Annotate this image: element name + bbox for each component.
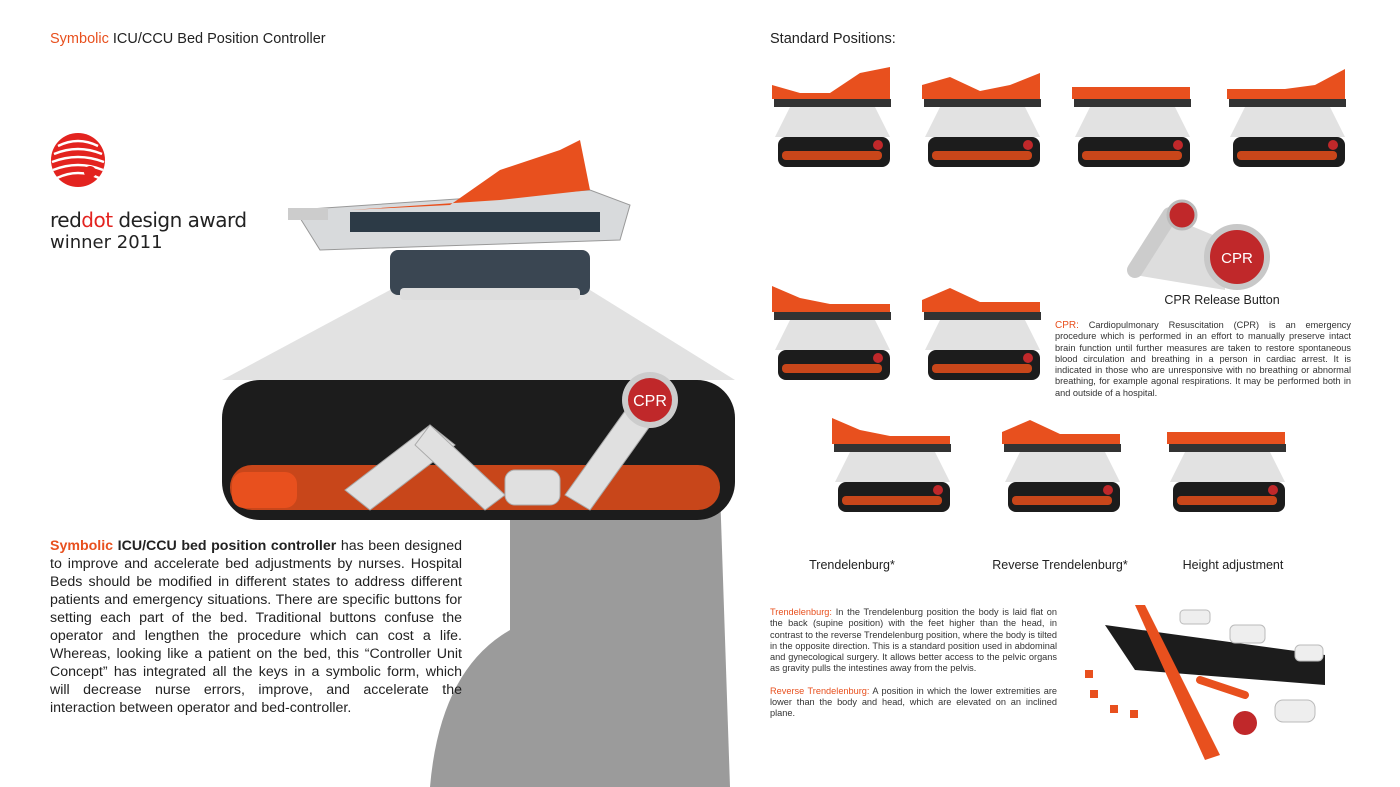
bed-mattress (832, 418, 950, 444)
height-adjustment-image (1167, 432, 1286, 512)
reverse-trendelenburg-image (1002, 420, 1121, 512)
award-title: reddot design award (50, 208, 247, 232)
award-year: winner 2011 (50, 232, 163, 253)
exploded-parts-image (1085, 605, 1325, 760)
cpr-button-label: CPR (633, 393, 667, 410)
bed-mattress (922, 288, 1040, 312)
cpr-release-button-label: CPR Release Button (1164, 293, 1280, 307)
page-title: Symbolic ICU/CCU Bed Position Controller (50, 31, 326, 47)
bed-mattress (772, 67, 890, 99)
reverse-trendelenburg-note: Reverse Trendelenburg: A position in whi… (770, 685, 1057, 719)
hand-silhouette (430, 490, 730, 787)
reverse-trendelenburg-label: Reverse Trendelenburg* (992, 558, 1128, 572)
projection-beam (222, 290, 735, 380)
symbolic-keys (344, 389, 666, 511)
standard-position-3 (1072, 87, 1191, 167)
standard-position-2 (922, 73, 1041, 167)
standard-position-1 (772, 67, 891, 167)
trendelenburg-label: Trendelenburg* (809, 558, 895, 572)
description-text: Symbolic ICU/CCU bed position controller… (50, 538, 462, 716)
trendelenburg-image (832, 418, 951, 512)
cpr-release-button-text: CPR (1221, 250, 1253, 267)
bed-mattress (922, 73, 1040, 99)
trendelenburg-note: Trendelenburg: In the Trendelenburg posi… (770, 607, 1057, 674)
hospital-bed-image (288, 140, 631, 300)
trendelenburg-notes: Trendelenburg: In the Trendelenburg posi… (770, 607, 1057, 720)
bed-mattress (1002, 420, 1120, 444)
bed-mattress (1227, 69, 1345, 99)
standard-position-4 (1227, 69, 1346, 167)
height-adjustment-label: Height adjustment (1182, 558, 1284, 572)
bed-mattress (1167, 432, 1285, 444)
bed-mattress (772, 286, 890, 312)
standard-positions-heading: Standard Positions: (770, 31, 896, 47)
height-slider-button[interactable] (232, 472, 297, 508)
bed-controller-illustration: CPR (222, 140, 735, 787)
reddot-logo-icon (51, 133, 105, 187)
standard-position-6 (922, 288, 1041, 380)
standard-position-5 (772, 286, 891, 380)
cpr-note: CPR: Cardiopulmonary Resuscitation (CPR)… (1055, 320, 1351, 398)
cpr-release-button-image: CPR (1127, 199, 1270, 290)
bed-mattress (1072, 87, 1190, 99)
